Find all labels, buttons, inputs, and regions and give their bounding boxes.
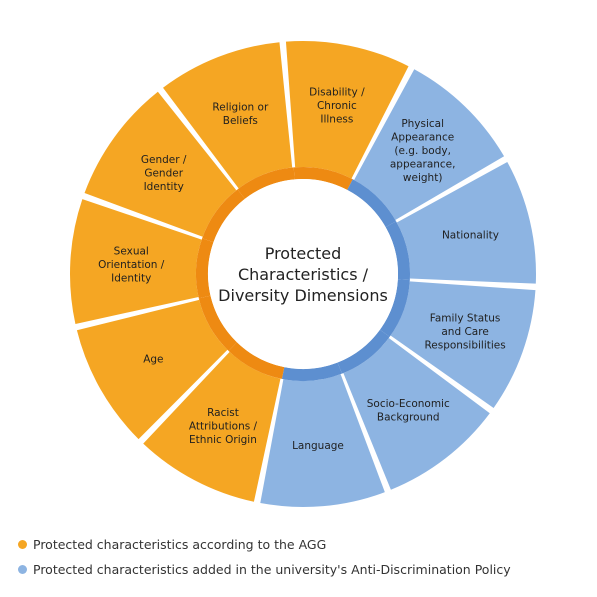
segment-8 <box>69 199 202 324</box>
segment-ring-7 <box>198 295 237 351</box>
segment-10 <box>163 42 293 189</box>
legend-label-agg: Protected characteristics according to t… <box>33 537 327 552</box>
inner-rings-layer <box>195 167 410 381</box>
segment-ring-9 <box>202 189 245 243</box>
segment-ring-6 <box>228 342 285 379</box>
center-circle <box>208 179 398 369</box>
segment-label-5: Language <box>292 440 344 452</box>
segment-0 <box>285 41 409 179</box>
legend-dot-policy <box>18 565 27 574</box>
segment-ring-2 <box>385 221 410 280</box>
segment-4 <box>343 337 490 490</box>
segment-ring-1 <box>347 179 397 228</box>
segment-3 <box>390 281 536 409</box>
segment-2 <box>396 161 537 284</box>
segment-ring-8 <box>195 238 214 299</box>
segment-label-2: Nationality <box>442 229 499 241</box>
segment-ring-3 <box>379 279 410 337</box>
segment-5 <box>260 374 385 508</box>
segment-1 <box>354 69 505 220</box>
segment-ring-0 <box>293 167 353 190</box>
segment-7 <box>76 299 228 440</box>
segments-layer <box>69 41 537 508</box>
segment-label-7: Age <box>143 353 163 365</box>
segment-9 <box>84 91 237 237</box>
segment-ring-4 <box>337 329 390 374</box>
segment-ring-10 <box>237 167 295 199</box>
legend-label-policy: Protected characteristics added in the u… <box>33 562 511 577</box>
legend-item-agg: Protected characteristics according to t… <box>18 537 326 552</box>
legend-item-policy: Protected characteristics added in the u… <box>18 562 511 577</box>
segment-6 <box>143 351 281 502</box>
segment-ring-5 <box>281 362 342 381</box>
legend-dot-agg <box>18 540 27 549</box>
